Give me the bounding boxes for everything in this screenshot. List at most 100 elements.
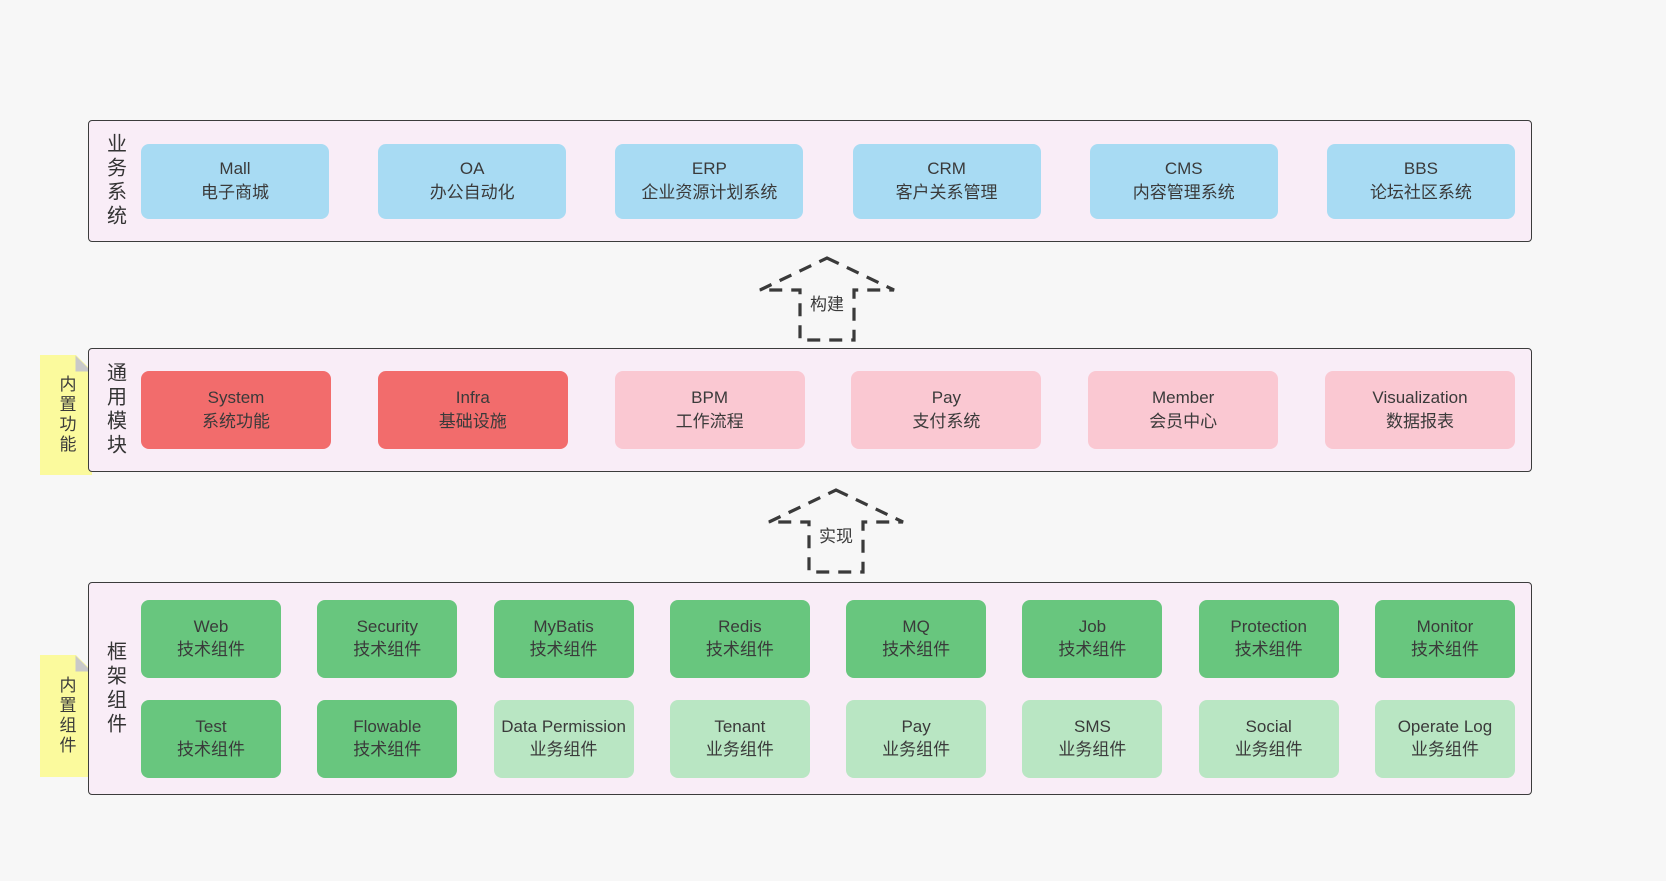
node-subtitle: 会员中心 xyxy=(1149,412,1218,431)
common-modules-band-label: 通用模块 xyxy=(103,362,126,458)
node-title: ERP xyxy=(691,159,727,179)
node-title: Social xyxy=(1245,717,1292,737)
node-web: Web 技术组件 xyxy=(141,599,281,678)
node-subtitle: 数据报表 xyxy=(1385,412,1454,431)
node-title: BPM xyxy=(691,388,729,408)
framework-components-rows: Web 技术组件 Security 技术组件 MyBatis 技术组件 Redi… xyxy=(141,583,1531,794)
node-subtitle: 技术组件 xyxy=(882,639,951,659)
node-subtitle: 系统功能 xyxy=(202,412,270,431)
business-systems-band-label: 业务系统 xyxy=(103,133,126,229)
sticky-note-builtin-components: 内置组件 xyxy=(40,655,92,777)
node-subtitle: 内容管理系统 xyxy=(1132,183,1235,202)
node-subtitle: 技术组件 xyxy=(177,739,245,759)
node-title: BBS xyxy=(1403,159,1438,179)
node-oa: OA 办公自动化 xyxy=(378,143,567,219)
node-title: Member xyxy=(1152,388,1215,408)
node-pay-component: Pay 业务组件 xyxy=(846,699,987,778)
node-title: Data Permission xyxy=(501,717,626,737)
implement-arrow-label: 实现 xyxy=(816,521,856,548)
node-title: Operate Log xyxy=(1397,717,1493,737)
node-title: Flowable xyxy=(353,717,422,737)
node-title: Pay xyxy=(931,388,962,408)
node-flowable: Flowable 技术组件 xyxy=(317,699,458,778)
node-pay-module: Pay 支付系统 xyxy=(851,371,1042,449)
node-monitor: Monitor 技术组件 xyxy=(1374,599,1515,678)
framework-components-row-2: Test 技术组件 Flowable 技术组件 Data Permission … xyxy=(141,699,1515,778)
node-social: Social 业务组件 xyxy=(1198,699,1339,778)
build-arrow-label: 构建 xyxy=(807,289,847,316)
node-title: System xyxy=(207,388,265,408)
framework-components-row-1: Web 技术组件 Security 技术组件 MyBatis 技术组件 Redi… xyxy=(141,599,1515,678)
node-job: Job 技术组件 xyxy=(1022,599,1163,678)
node-title: Visualization xyxy=(1372,388,1468,408)
node-visualization: Visualization 数据报表 xyxy=(1324,371,1515,449)
node-subtitle: 技术组件 xyxy=(177,639,245,659)
node-mq: MQ 技术组件 xyxy=(846,599,987,678)
node-title: MQ xyxy=(902,617,930,637)
node-title: CMS xyxy=(1164,159,1203,179)
node-title: SMS xyxy=(1073,717,1111,737)
node-subtitle: 支付系统 xyxy=(912,412,981,431)
node-subtitle: 技术组件 xyxy=(1058,639,1127,659)
node-operate-log: Operate Log 业务组件 xyxy=(1374,699,1515,778)
node-redis: Redis 技术组件 xyxy=(669,599,810,678)
node-title: Web xyxy=(193,617,229,637)
framework-components-band: 框架组件 Web 技术组件 Security 技术组件 MyBatis 技术组件… xyxy=(88,582,1532,795)
sticky-note-builtin-features: 内置功能 xyxy=(40,355,92,475)
node-subtitle: 技术组件 xyxy=(705,639,774,659)
node-protection: Protection 技术组件 xyxy=(1198,599,1339,678)
common-modules-band: 通用模块 System 系统功能 Infra 基础设施 BPM 工作流程 Pay… xyxy=(88,348,1532,472)
business-systems-boxes: Mall 电子商城 OA 办公自动化 ERP 企业资源计划系统 CRM 客户关系… xyxy=(141,121,1531,241)
node-data-permission: Data Permission 业务组件 xyxy=(493,699,634,778)
node-subtitle: 企业资源计划系统 xyxy=(641,183,778,202)
node-title: Monitor xyxy=(1416,617,1474,637)
node-title: CRM xyxy=(927,159,966,179)
business-systems-band: 业务系统 Mall 电子商城 OA 办公自动化 ERP 企业资源计划系统 CRM… xyxy=(88,120,1532,242)
node-title: Security xyxy=(356,617,418,637)
node-subtitle: 工作流程 xyxy=(675,412,744,431)
node-subtitle: 办公自动化 xyxy=(429,183,515,202)
node-cms: CMS 内容管理系统 xyxy=(1089,143,1278,219)
node-bpm: BPM 工作流程 xyxy=(614,371,805,449)
sticky-note-text: 内置组件 xyxy=(56,676,76,756)
node-title: Mall xyxy=(219,159,251,179)
node-subtitle: 业务组件 xyxy=(1058,739,1127,759)
node-subtitle: 电子商城 xyxy=(201,183,269,202)
framework-components-band-label: 框架组件 xyxy=(103,640,126,737)
node-subtitle: 技术组件 xyxy=(353,739,422,759)
node-title: Job xyxy=(1078,617,1107,637)
implement-arrow: 实现 xyxy=(766,487,906,575)
node-subtitle: 技术组件 xyxy=(353,639,422,659)
node-subtitle: 技术组件 xyxy=(529,639,598,659)
node-subtitle: 业务组件 xyxy=(882,739,951,759)
node-title: Pay xyxy=(901,717,931,737)
node-bbs: BBS 论坛社区系统 xyxy=(1326,143,1515,219)
node-subtitle: 技术组件 xyxy=(1410,639,1479,659)
node-erp: ERP 企业资源计划系统 xyxy=(615,143,804,219)
node-tenant: Tenant 业务组件 xyxy=(669,699,810,778)
node-mall: Mall 电子商城 xyxy=(141,143,329,219)
node-test: Test 技术组件 xyxy=(141,699,281,778)
common-modules-boxes: System 系统功能 Infra 基础设施 BPM 工作流程 Pay 支付系统… xyxy=(141,349,1531,471)
node-title: Infra xyxy=(455,388,490,408)
node-subtitle: 客户关系管理 xyxy=(895,183,998,202)
node-title: Test xyxy=(195,717,227,737)
node-title: MyBatis xyxy=(533,617,594,637)
node-mybatis: MyBatis 技术组件 xyxy=(493,599,634,678)
node-subtitle: 基础设施 xyxy=(438,412,507,431)
node-crm: CRM 客户关系管理 xyxy=(852,143,1041,219)
node-title: Tenant xyxy=(714,717,766,737)
node-subtitle: 业务组件 xyxy=(529,739,598,759)
node-sms: SMS 业务组件 xyxy=(1022,699,1163,778)
node-member: Member 会员中心 xyxy=(1088,371,1279,449)
build-arrow: 构建 xyxy=(757,255,897,343)
node-security: Security 技术组件 xyxy=(317,599,458,678)
node-title: Redis xyxy=(718,617,762,637)
node-title: Protection xyxy=(1230,617,1307,637)
node-subtitle: 业务组件 xyxy=(705,739,774,759)
node-title: OA xyxy=(459,159,485,179)
node-subtitle: 业务组件 xyxy=(1234,739,1303,759)
node-system: System 系统功能 xyxy=(141,371,331,449)
node-infra: Infra 基础设施 xyxy=(377,371,568,449)
node-subtitle: 技术组件 xyxy=(1234,639,1303,659)
